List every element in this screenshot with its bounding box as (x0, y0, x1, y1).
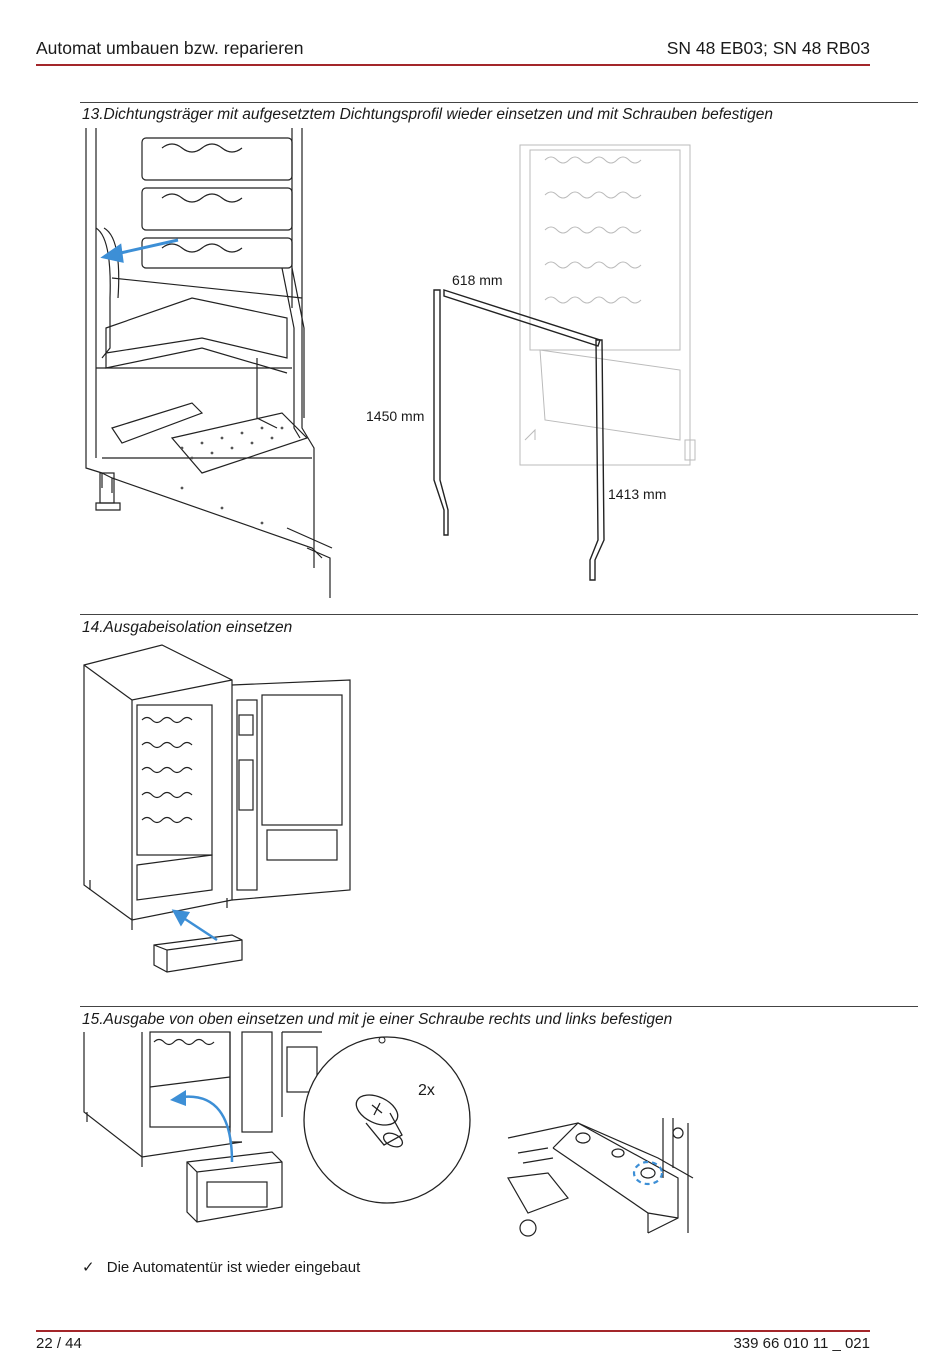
step-14-label: 14.Ausgabeisolation einsetzen (82, 619, 293, 636)
step-14-machine-illustration (83, 644, 351, 973)
step-15-bracket-detail (507, 1118, 694, 1237)
dimension-1413: 1413 mm (608, 486, 667, 502)
header-rule (36, 64, 870, 66)
step-13-machine-illustration (85, 128, 333, 598)
step-15-separator (80, 1006, 918, 1007)
step-14-separator (80, 614, 918, 615)
page-number: 22 / 44 (36, 1335, 82, 1352)
dimension-618: 618 mm (452, 272, 503, 288)
step-13-separator (80, 102, 918, 103)
header-model: SN 48 EB03; SN 48 RB03 (666, 38, 870, 58)
footer-rule (36, 1330, 870, 1332)
checkmark-icon: ✓ (82, 1259, 95, 1276)
result-line: ✓ Die Automatentür ist wieder eingebaut (82, 1258, 360, 1276)
step-15-label: 15.Ausgabe von oben einsetzen und mit je… (82, 1011, 673, 1028)
step-15-machine-illustration (83, 1031, 322, 1223)
document-number: 339 66 010 11 _ 021 (733, 1335, 870, 1352)
step-13-label: 13.Dichtungsträger mit aufgesetztem Dich… (82, 106, 773, 123)
step-15-screw-detail (303, 1036, 471, 1204)
header-title: Automat umbauen bzw. reparieren (36, 38, 304, 58)
screw-quantity: 2x (418, 1082, 435, 1099)
result-text: Die Automatentür ist wieder eingebaut (106, 1259, 361, 1276)
dimension-1450: 1450 mm (366, 408, 425, 424)
step-13-seal-illustration (433, 144, 696, 581)
